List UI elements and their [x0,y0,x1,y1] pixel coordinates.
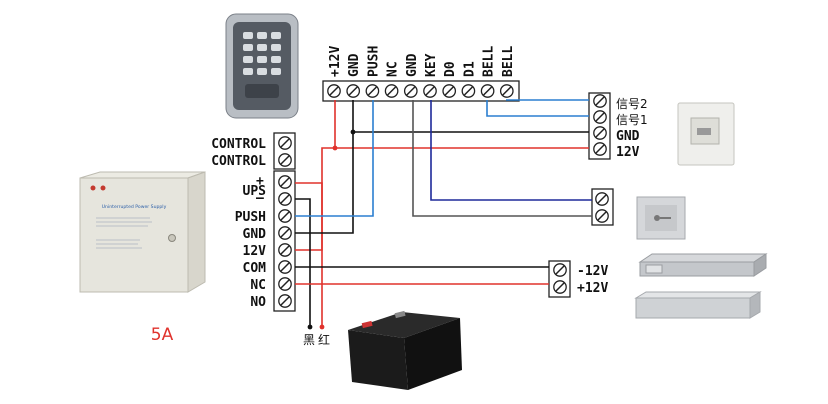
battery-red-label: 红 [318,332,330,347]
psu-terminal-label: CONTROL [211,154,266,169]
psu-terminal-label: GND [243,227,267,242]
lock-terminal-screw [553,263,567,277]
doorbell-label-signal2: 信号2 [616,97,648,111]
controller-terminal-label: BELL [501,46,516,77]
psu-terminal-label: NO [250,295,266,310]
keypad-device [225,13,299,119]
battery-black-wire-end [307,324,313,330]
psu-terminal-label: PUSH [235,210,266,225]
doorbell-terminal-screw [593,142,607,156]
psu-terminal-label: NC [250,278,266,293]
battery [348,310,462,390]
controller-terminal-screw [384,84,399,98]
controller-terminal-label: NC [386,61,401,77]
psu-terminal-screw [278,260,292,274]
controller-terminal-label: KEY [424,53,439,77]
current-rating-label: 5A [151,325,174,345]
doorbell-terminal-screw [593,110,607,124]
junction-dot [332,145,338,151]
psu-terminal-screw [278,153,292,167]
controller-terminal-screw [499,84,514,98]
controller-terminal-screw [461,84,476,98]
controller-terminal-screw [327,84,341,98]
ups-plus-sign: + [256,174,264,189]
controller-terminal-screw [365,84,380,98]
magnetic-lock-device [634,291,762,319]
psu-terminal-label: 12V [243,244,267,259]
psu-terminal-screw [278,277,292,291]
doorbell-terminal-screw [593,94,607,108]
psu-terminal-screw [278,243,292,257]
psu-terminal-screw [278,175,292,189]
bolt-lock-device [638,253,768,277]
battery-black-label: 黑 [303,333,315,347]
junction-dot [350,129,356,135]
controller-terminal-label: GND [405,53,420,77]
lock-label-plus12v: +12V [577,281,608,296]
lock-terminal-screw [553,280,567,294]
exit-button-terminal-screw [595,192,609,206]
controller-terminal-label: PUSH [366,46,381,77]
doorbell-device [677,102,735,166]
battery-red-wire-end [319,324,325,330]
doorbell-terminal-block [588,92,611,160]
controller-terminal-screw [346,84,361,98]
power-supply-box: Uninterrupted Power Supply [79,171,206,293]
lock-terminal-block [548,260,571,298]
controller-terminal-label: D0 [443,61,458,77]
controller-terminal-screw [442,84,457,98]
wires [295,99,592,327]
psu-terminal-screw [278,136,292,150]
controller-terminal-screw [423,84,437,98]
psu-terminal-label: COM [243,261,267,276]
doorbell-label-gnd: GND [616,129,640,144]
exit-button-device [636,196,686,240]
controller-terminal-label: D1 [462,61,477,77]
doorbell-terminal-screw [593,126,607,140]
psu-terminal-block: CONTROL CONTROL UPS PUSH GND 12V COM NC NO [211,132,296,312]
controller-terminal-label: +12V [328,46,343,77]
controller-terminal-screw [403,84,418,98]
psu-terminal-screw [278,209,292,223]
psu-terminal-screw [278,226,292,240]
controller-terminal-label: BELL [482,46,497,77]
psu-terminal-label: CONTROL [211,137,266,152]
psu-panel-title: Uninterrupted Power Supply [102,204,167,210]
exit-button-terminal-block [591,188,614,226]
doorbell-label-signal1: 信号1 [616,113,648,127]
controller-terminal-label: GND [347,53,362,77]
doorbell-label-12v: 12V [616,145,640,160]
psu-terminal-screw [278,294,292,308]
psu-terminal-label: UPS [243,184,267,199]
lock-label-minus12v: -12V [577,264,608,279]
psu-terminal-screw [278,192,292,206]
exit-button-terminal-screw [595,209,609,223]
controller-terminal-screw [480,84,495,98]
ups-minus-sign: – [256,191,264,206]
